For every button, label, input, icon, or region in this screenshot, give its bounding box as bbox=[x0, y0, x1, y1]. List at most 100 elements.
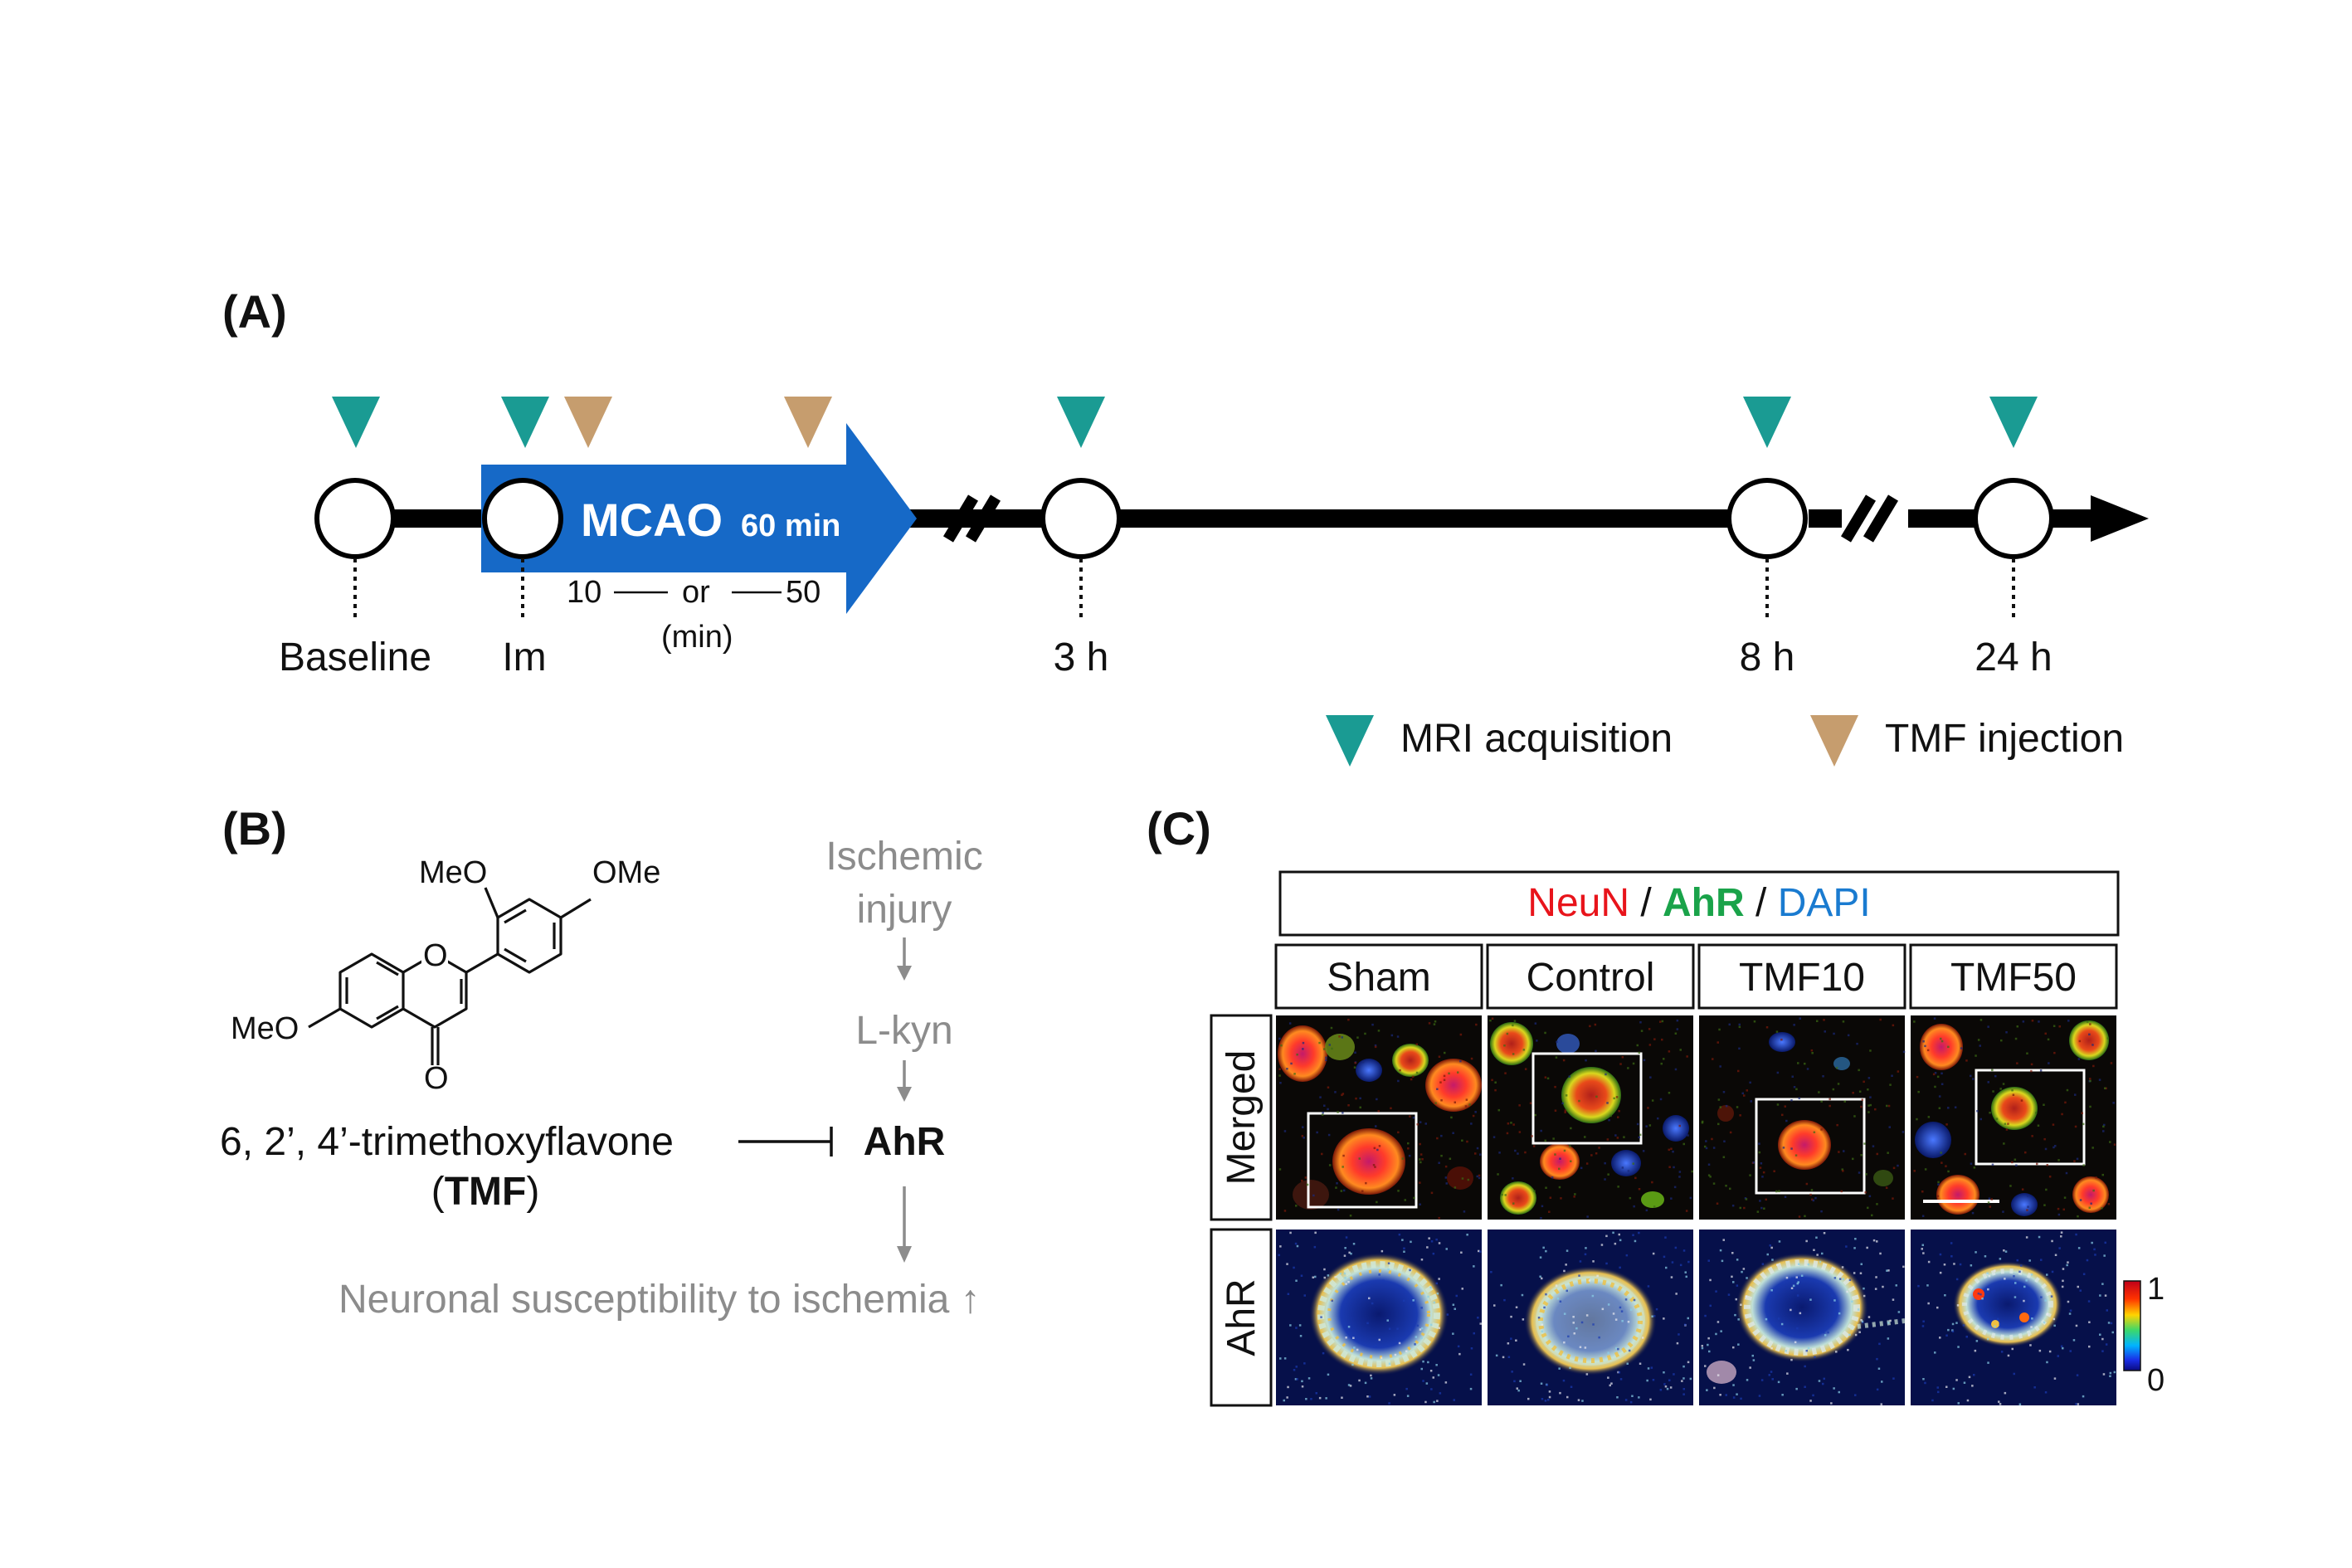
speckle bbox=[1563, 1149, 1566, 1152]
speckle bbox=[1539, 1256, 1542, 1259]
colorbar-min: 0 bbox=[2147, 1363, 2165, 1398]
speckle bbox=[1821, 1252, 1824, 1255]
speckle bbox=[1773, 1170, 1775, 1172]
speckle bbox=[2053, 1324, 2056, 1327]
speckle bbox=[1647, 1285, 1650, 1288]
speckle bbox=[1504, 1072, 1507, 1074]
speckle bbox=[1887, 1322, 1890, 1324]
speckle bbox=[1515, 1339, 1517, 1342]
speckle bbox=[1352, 1243, 1356, 1245]
speckle bbox=[1858, 1090, 1862, 1093]
speckle bbox=[2074, 1125, 2077, 1128]
speckle bbox=[1562, 1059, 1566, 1062]
speckle bbox=[1860, 1154, 1863, 1157]
speckle bbox=[2082, 1395, 2085, 1398]
speckle bbox=[2023, 1299, 2025, 1303]
speckle bbox=[1498, 1152, 1501, 1154]
speckle bbox=[1515, 1306, 1518, 1308]
speckle bbox=[1539, 1275, 1541, 1278]
speckle bbox=[1722, 1239, 1725, 1241]
speckle bbox=[1618, 1371, 1621, 1374]
speckle bbox=[2018, 1403, 2022, 1405]
speckle bbox=[1829, 1098, 1831, 1101]
speckle bbox=[1717, 1321, 1720, 1323]
speckle bbox=[1594, 1023, 1597, 1026]
speckle bbox=[2053, 1051, 2056, 1054]
speckle bbox=[1863, 1287, 1865, 1290]
speckle bbox=[1777, 1381, 1780, 1384]
speckle bbox=[1749, 1081, 1751, 1084]
speckle bbox=[2031, 1317, 2033, 1320]
speckle bbox=[1934, 1072, 1937, 1074]
speckle bbox=[1965, 1336, 1968, 1338]
speckle bbox=[1454, 1307, 1456, 1310]
speckle bbox=[2072, 1339, 2076, 1342]
speckle bbox=[1806, 1068, 1809, 1070]
speckle bbox=[1371, 1023, 1374, 1026]
speckle bbox=[1668, 1148, 1670, 1152]
speckle bbox=[1304, 1176, 1307, 1179]
speckle bbox=[1322, 1112, 1324, 1114]
speckle bbox=[1295, 1366, 1298, 1368]
speckle bbox=[1347, 1281, 1350, 1283]
speckle bbox=[1799, 1312, 1802, 1315]
mri-triangle-icon bbox=[1057, 397, 1105, 448]
row-label: Merged bbox=[1220, 1050, 1264, 1186]
speckle bbox=[1627, 1170, 1630, 1172]
speckle bbox=[1867, 1104, 1870, 1107]
speckle bbox=[1804, 1215, 1806, 1218]
speckle bbox=[2060, 1345, 2063, 1347]
speckle bbox=[1327, 1133, 1331, 1137]
speckle bbox=[1841, 1266, 1844, 1269]
speckle bbox=[2025, 1279, 2028, 1282]
speckle bbox=[1752, 1161, 1755, 1164]
speckle bbox=[2095, 1176, 2097, 1179]
mri-triangle-icon bbox=[332, 397, 380, 448]
speckle bbox=[1302, 1126, 1304, 1128]
speckle bbox=[1939, 1253, 1942, 1256]
speckle bbox=[1419, 1153, 1423, 1156]
speckle bbox=[1463, 1210, 1466, 1213]
speckle bbox=[1872, 1239, 1876, 1242]
speckle bbox=[2104, 1241, 2106, 1244]
speckle bbox=[1640, 1030, 1643, 1032]
speckle bbox=[1445, 1182, 1448, 1185]
speckle bbox=[1476, 1147, 1479, 1150]
speckle bbox=[1835, 1351, 1838, 1353]
speckle bbox=[2088, 1033, 2091, 1036]
speckle bbox=[1917, 1284, 1920, 1288]
speckle bbox=[1926, 1284, 1929, 1287]
speckle bbox=[1342, 1166, 1344, 1168]
speckle bbox=[1279, 1082, 1282, 1084]
speckle bbox=[1378, 1273, 1381, 1276]
speckle bbox=[2035, 1112, 2038, 1114]
speckle bbox=[2063, 1196, 2067, 1199]
speckle bbox=[1927, 1116, 1931, 1118]
speckle bbox=[1545, 1293, 1547, 1296]
speckle bbox=[1670, 1276, 1673, 1278]
speckle bbox=[1652, 1252, 1655, 1255]
speckle bbox=[1595, 1152, 1598, 1155]
speckle bbox=[1736, 1393, 1738, 1395]
speckle bbox=[1552, 1137, 1555, 1140]
speckle bbox=[2092, 1189, 2095, 1192]
speckle bbox=[1433, 1400, 1435, 1404]
speckle bbox=[1722, 1091, 1726, 1093]
speckle bbox=[1464, 1105, 1468, 1108]
speckle bbox=[1585, 1373, 1589, 1376]
speckle bbox=[1738, 1025, 1741, 1029]
speckle bbox=[1790, 1308, 1792, 1312]
speckle bbox=[1775, 1190, 1778, 1193]
speckle bbox=[1368, 1297, 1371, 1300]
speckle bbox=[1283, 1399, 1285, 1402]
speckle bbox=[1607, 1173, 1609, 1176]
speckle bbox=[1758, 1395, 1761, 1397]
carbonyl-oxygen: O bbox=[424, 1061, 449, 1096]
speckle bbox=[1892, 1197, 1894, 1200]
speckle bbox=[1998, 1400, 2000, 1403]
speckle bbox=[2021, 1188, 2024, 1191]
speckle bbox=[2101, 1337, 2104, 1341]
speckle bbox=[1819, 1260, 1822, 1264]
speckle bbox=[1897, 1311, 1901, 1313]
